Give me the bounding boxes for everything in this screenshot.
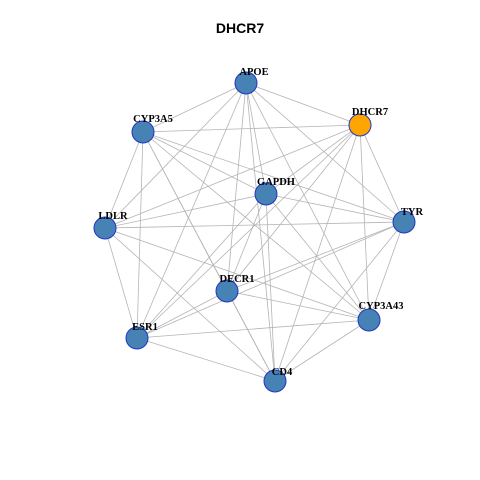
edge-gapdh-tyr — [265, 193, 405, 223]
edge-tyr-cyp3a43 — [368, 221, 405, 321]
edge-ldlr-esr1 — [104, 227, 138, 339]
edge-dhcr7-esr1 — [136, 124, 361, 339]
node-dhcr7 — [348, 113, 372, 137]
edge-apoe-decr1 — [226, 82, 247, 292]
edge-dhcr7-decr1 — [226, 124, 361, 292]
edge-dhcr7-gapdh — [265, 124, 361, 195]
edge-ldlr-cyp3a43 — [104, 227, 370, 321]
edge-esr1-cyp3a43 — [136, 319, 370, 339]
edge-decr1-cd4 — [226, 290, 276, 382]
edge-tyr-cd4 — [274, 221, 405, 382]
edge-apoe-cd4 — [245, 82, 276, 382]
node-label-ldlr: LDLR — [98, 211, 128, 222]
edge-decr1-esr1 — [136, 290, 228, 339]
edge-apoe-tyr — [245, 82, 405, 223]
edge-dhcr7-ldlr — [104, 124, 361, 229]
edge-dhcr7-tyr — [359, 124, 405, 223]
node-cyp3a43 — [357, 308, 381, 332]
node-label-dhcr7: DHCR7 — [352, 107, 388, 118]
node-label-cyp3a43: CYP3A43 — [359, 301, 404, 312]
edge-ldlr-tyr — [104, 221, 405, 229]
edge-tyr-decr1 — [226, 221, 405, 292]
edge-tyr-esr1 — [136, 221, 405, 339]
edge-cyp3a5-cyp3a43 — [142, 131, 370, 321]
edge-apoe-gapdh — [245, 82, 267, 195]
edge-gapdh-cd4 — [265, 193, 276, 382]
edge-decr1-cyp3a43 — [226, 290, 370, 321]
edge-cyp3a5-esr1 — [136, 131, 144, 339]
node-gapdh — [254, 182, 278, 206]
edge-gapdh-esr1 — [136, 193, 267, 339]
node-ldlr — [93, 216, 117, 240]
node-label-esr1: ESR1 — [132, 322, 158, 333]
edge-apoe-dhcr7 — [245, 82, 361, 126]
edge-esr1-cd4 — [136, 337, 276, 382]
node-label-cd4: CD4 — [272, 367, 293, 378]
edge-dhcr7-cd4 — [274, 124, 361, 382]
node-tyr — [392, 210, 416, 234]
node-decr1 — [215, 279, 239, 303]
edge-gapdh-cyp3a43 — [265, 193, 370, 321]
edge-cyp3a5-tyr — [142, 131, 405, 223]
edge-apoe-esr1 — [136, 82, 247, 339]
node-label-decr1: DECR1 — [219, 274, 254, 285]
nodes-layer — [93, 71, 416, 393]
node-apoe — [234, 71, 258, 95]
node-label-gapdh: GAPDH — [257, 177, 295, 188]
edge-apoe-ldlr — [104, 82, 247, 229]
edge-gapdh-ldlr — [104, 193, 267, 229]
edge-cyp3a5-dhcr7 — [142, 124, 361, 133]
edge-gapdh-decr1 — [226, 193, 267, 292]
node-esr1 — [125, 326, 149, 350]
edge-apoe-cyp3a5 — [142, 82, 247, 133]
node-cd4 — [263, 369, 287, 393]
edge-cyp3a5-gapdh — [142, 131, 267, 195]
node-cyp3a5 — [131, 120, 155, 144]
node-label-tyr: TYR — [401, 207, 424, 218]
edge-cyp3a43-cd4 — [274, 319, 370, 382]
node-label-apoe: APOE — [239, 67, 268, 78]
edge-cyp3a5-ldlr — [104, 131, 144, 229]
node-label-cyp3a5: CYP3A5 — [133, 114, 173, 125]
edge-apoe-cyp3a43 — [245, 82, 370, 321]
edges-layer — [104, 82, 405, 382]
edge-ldlr-cd4 — [104, 227, 276, 382]
page-title: DHCR7 — [215, 20, 265, 36]
